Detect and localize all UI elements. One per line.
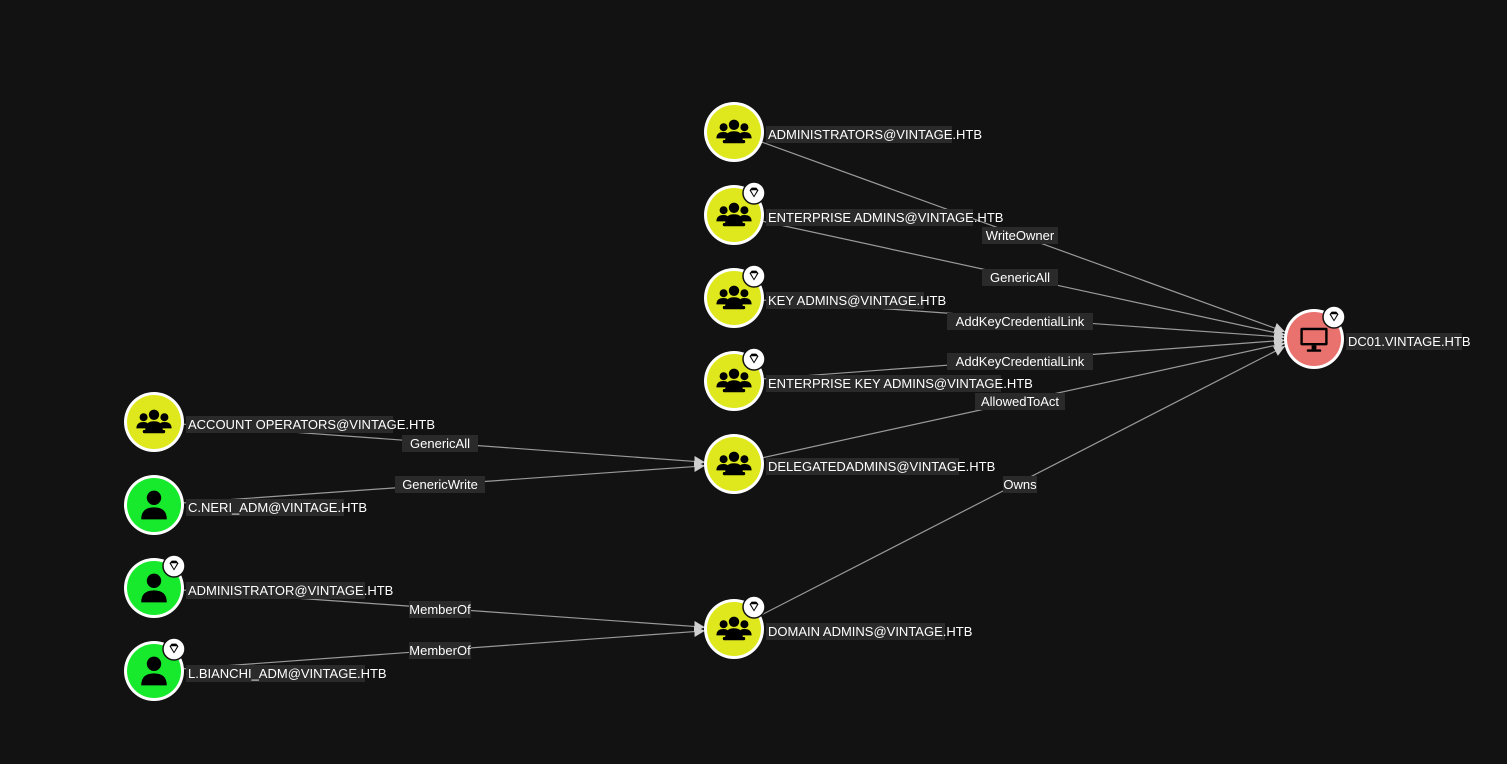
node-label-background xyxy=(766,623,945,640)
edge-label-genericwrite[interactable]: GenericWrite xyxy=(395,476,485,493)
edge-label-memberof[interactable]: MemberOf xyxy=(409,601,471,618)
edge-label-writeowner[interactable]: WriteOwner xyxy=(982,227,1058,244)
node-label: DC01.VINTAGE.HTB xyxy=(1348,334,1471,349)
edge-label-text: AddKeyCredentialLink xyxy=(956,354,1085,369)
edge-label-background xyxy=(402,435,478,452)
edge-label-text: Owns xyxy=(1003,477,1037,492)
node-label-background xyxy=(766,292,924,309)
edge-label-memberof[interactable]: MemberOf xyxy=(409,642,471,659)
node-label-background xyxy=(766,209,973,226)
tier-zero-gem-icon xyxy=(742,347,766,371)
node-label-background xyxy=(186,665,365,682)
node-label-background xyxy=(1346,333,1462,350)
edge-label-text: GenericAll xyxy=(410,436,470,451)
edge-label-text: WriteOwner xyxy=(986,228,1055,243)
tier-zero-gem-icon xyxy=(742,181,766,205)
node-label: ENTERPRISE ADMINS@VINTAGE.HTB xyxy=(768,210,1003,225)
node-label-background xyxy=(766,126,952,143)
edge-label-genericall[interactable]: GenericAll xyxy=(402,435,478,452)
edge-label-background xyxy=(982,227,1058,244)
tier-zero-gem-icon xyxy=(742,595,766,619)
node-label: DELEGATEDADMINS@VINTAGE.HTB xyxy=(768,459,995,474)
edge-label-background xyxy=(982,269,1058,286)
edge-label-text: GenericWrite xyxy=(402,477,478,492)
node-label: KEY ADMINS@VINTAGE.HTB xyxy=(768,293,946,308)
node-label: ACCOUNT OPERATORS@VINTAGE.HTB xyxy=(188,417,435,432)
node-label: ADMINISTRATOR@VINTAGE.HTB xyxy=(188,583,393,598)
node-label: DOMAIN ADMINS@VINTAGE.HTB xyxy=(768,624,972,639)
node-label: ADMINISTRATORS@VINTAGE.HTB xyxy=(768,127,982,142)
edge-label-text: GenericAll xyxy=(990,270,1050,285)
edge-label-text: AllowedToAct xyxy=(981,394,1059,409)
node-label-background xyxy=(186,499,344,516)
node-label: L.BIANCHI_ADM@VINTAGE.HTB xyxy=(188,666,387,681)
edge-label-owns[interactable]: Owns xyxy=(1003,476,1037,493)
edge-label-background xyxy=(1003,476,1037,493)
edge-labels-layer: WriteOwnerGenericAllAddKeyCredentialLink… xyxy=(395,227,1093,659)
edge-label-background xyxy=(409,642,471,659)
node-domain-admins[interactable]: DOMAIN ADMINS@VINTAGE.HTB xyxy=(704,595,972,659)
tier-zero-gem-icon xyxy=(742,264,766,288)
node-label: ENTERPRISE KEY ADMINS@VINTAGE.HTB xyxy=(768,376,1033,391)
tier-zero-gem-icon xyxy=(162,637,186,661)
node-label-background xyxy=(766,458,959,475)
edge-label-allowedtoact[interactable]: AllowedToAct xyxy=(975,393,1065,410)
node-enterprise-key-admins[interactable]: ENTERPRISE KEY ADMINS@VINTAGE.HTB xyxy=(704,347,1033,411)
nodes-layer: ADMINISTRATORS@VINTAGE.HTB ENTERPRISE ADM… xyxy=(124,102,1471,701)
node-label-background xyxy=(766,375,1001,392)
edge-label-background xyxy=(947,353,1093,370)
edge-label-text: AddKeyCredentialLink xyxy=(956,314,1085,329)
node-label-background xyxy=(186,416,393,433)
node-l-bianchi-adm[interactable]: L.BIANCHI_ADM@VINTAGE.HTB xyxy=(124,637,387,701)
edge-label-text: MemberOf xyxy=(409,602,471,617)
edge-label-addkeycredentiallink[interactable]: AddKeyCredentialLink xyxy=(947,353,1093,370)
node-delegatedadmins[interactable]: DELEGATEDADMINS@VINTAGE.HTB xyxy=(704,434,995,494)
edge-label-text: MemberOf xyxy=(409,643,471,658)
edge-label-addkeycredentiallink[interactable]: AddKeyCredentialLink xyxy=(947,313,1093,330)
node-administrator[interactable]: ADMINISTRATOR@VINTAGE.HTB xyxy=(124,554,393,618)
node-administrators[interactable]: ADMINISTRATORS@VINTAGE.HTB xyxy=(704,102,982,162)
edge-label-background xyxy=(395,476,485,493)
node-account-operators[interactable]: ACCOUNT OPERATORS@VINTAGE.HTB xyxy=(124,392,435,452)
node-key-admins[interactable]: KEY ADMINS@VINTAGE.HTB xyxy=(704,264,946,328)
node-label: C.NERI_ADM@VINTAGE.HTB xyxy=(188,500,367,515)
edge-label-genericall[interactable]: GenericAll xyxy=(982,269,1058,286)
node-dc01[interactable]: DC01.VINTAGE.HTB xyxy=(1284,305,1471,369)
node-enterprise-admins[interactable]: ENTERPRISE ADMINS@VINTAGE.HTB xyxy=(704,181,1003,245)
edge-label-background xyxy=(409,601,471,618)
edge-label-background xyxy=(947,313,1093,330)
tier-zero-gem-icon xyxy=(162,554,186,578)
edge-label-background xyxy=(975,393,1065,410)
node-c-neri-adm[interactable]: C.NERI_ADM@VINTAGE.HTB xyxy=(124,475,367,535)
node-label-background xyxy=(186,582,365,599)
tier-zero-gem-icon xyxy=(1322,305,1346,329)
